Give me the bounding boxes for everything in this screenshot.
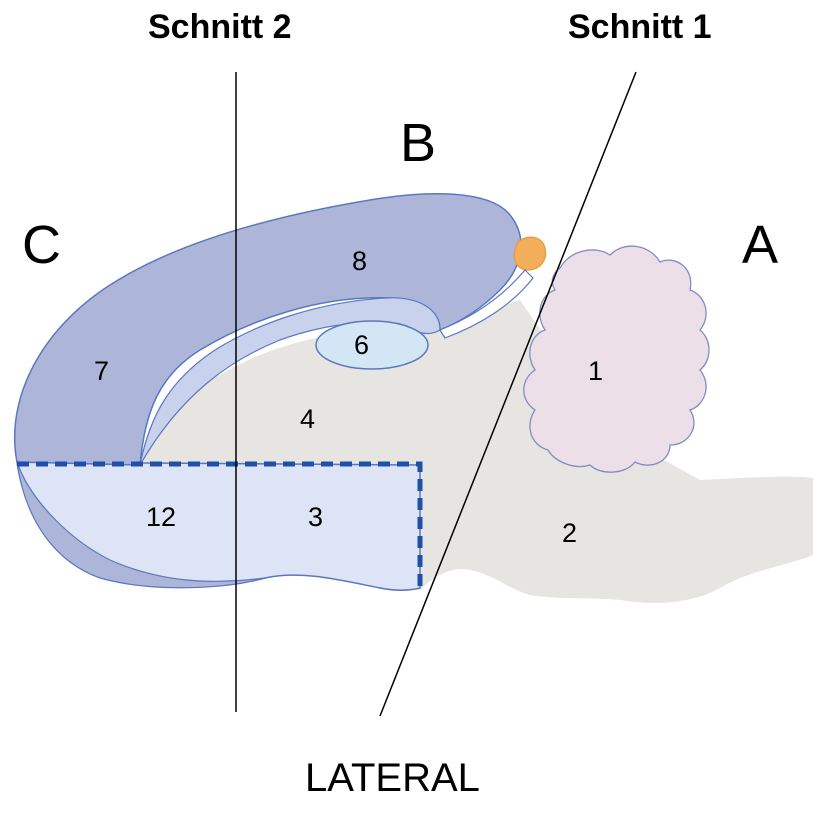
direction-b-label: B — [400, 112, 436, 174]
lateral-label: LATERAL — [305, 756, 480, 801]
cut-1-label: Schnitt 1 — [568, 8, 712, 47]
region-7-label: 7 — [94, 356, 109, 387]
cerebellum — [524, 246, 709, 472]
pineal-gland — [514, 237, 545, 270]
cut-2-label: Schnitt 2 — [148, 8, 292, 47]
region-12-label: 12 — [146, 502, 176, 533]
region-8-label: 8 — [352, 246, 367, 277]
region-6-shape — [316, 321, 428, 369]
direction-c-label: C — [22, 214, 61, 276]
region-2-label: 2 — [562, 518, 577, 549]
base-region — [17, 462, 420, 590]
direction-a-label: A — [742, 214, 778, 276]
region-3-label: 3 — [308, 502, 323, 533]
region-6-label: 6 — [354, 330, 369, 361]
region-4-label: 4 — [300, 404, 315, 435]
region-1-label: 1 — [588, 356, 603, 387]
